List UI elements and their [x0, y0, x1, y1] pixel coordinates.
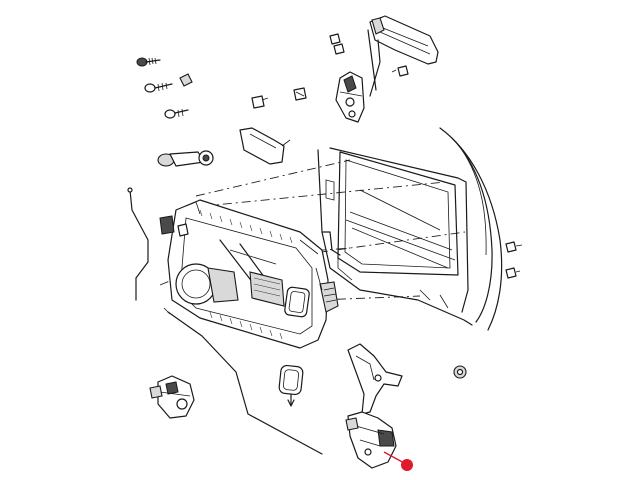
clip-nut [179, 73, 193, 87]
mirror-bracket [239, 127, 291, 165]
clip-2 [293, 87, 307, 101]
window-regulator-module [159, 199, 339, 349]
door-shell [317, 127, 503, 331]
bolt-3 [391, 65, 409, 77]
release-rod [163, 307, 323, 455]
lock-actuator [149, 375, 195, 419]
lock-rod [127, 187, 149, 301]
latch-bracket [347, 343, 403, 415]
interior-handle-bezel [278, 364, 304, 407]
exterior-door-handle [367, 15, 439, 97]
bolt-5 [505, 267, 521, 279]
door-latch [335, 71, 365, 123]
door-latch-assembly [345, 411, 397, 469]
fasteners [136, 33, 523, 379]
door-check-link [157, 150, 214, 167]
screw-3 [164, 108, 189, 119]
screw-1 [136, 57, 161, 67]
grommet [453, 365, 467, 379]
screw-2 [144, 82, 173, 93]
bolt-1 [329, 33, 341, 45]
bolt-4 [505, 241, 523, 253]
callout-marker [383, 451, 413, 471]
bolt-2 [333, 43, 345, 55]
clip-1 [251, 95, 269, 109]
